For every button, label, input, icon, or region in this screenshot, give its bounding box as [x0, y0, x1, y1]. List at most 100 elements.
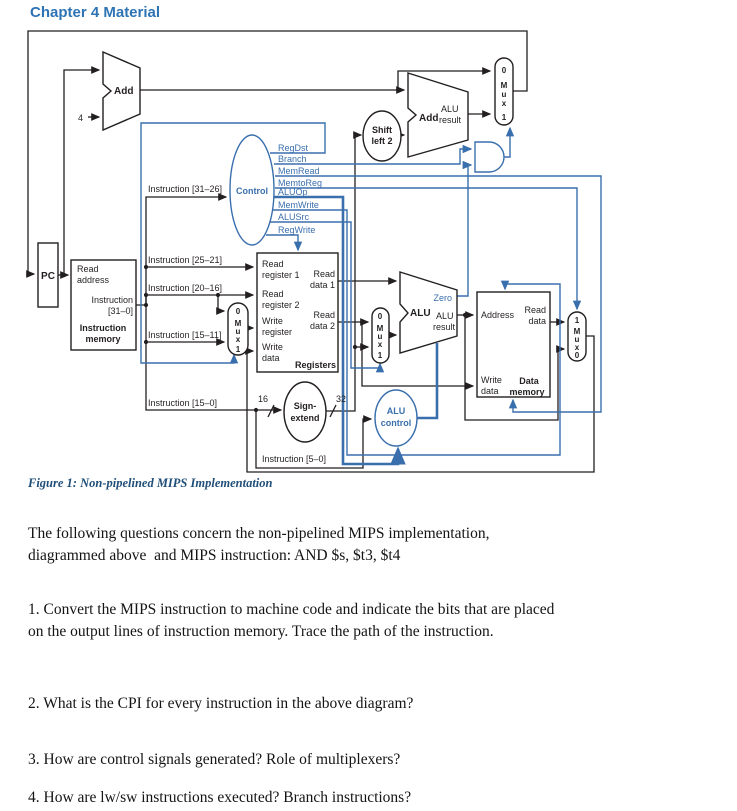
- pcsrc-mux-m: M: [501, 81, 508, 90]
- label-pc: PC: [41, 271, 55, 282]
- intro-line-2: diagrammed above and MIPS instruction: A…: [28, 547, 401, 564]
- label-data-memory-2: memory: [509, 387, 544, 397]
- memtoreg-mux-1: 1: [575, 316, 580, 325]
- question-2: 2. What is the CPI for every instruction…: [28, 693, 728, 715]
- signal-memread: MemRead: [278, 166, 320, 176]
- label-add-result-2: result: [439, 115, 462, 125]
- field-15-11: Instruction [15–11]: [148, 330, 221, 340]
- registers-box: [256, 252, 339, 373]
- control-oval: [229, 134, 275, 246]
- field-15-0: Instruction [15–0]: [148, 398, 217, 408]
- signal-regwrite: RegWrite: [278, 225, 315, 235]
- label-write-data-mem-1: Write: [481, 375, 502, 385]
- regdst-mux-m: M: [235, 319, 242, 328]
- add-result-alu-shape: [407, 72, 469, 158]
- label-address: Address: [481, 310, 515, 320]
- label-sign-extend-2: extend: [290, 413, 319, 423]
- pc-box: [37, 242, 59, 308]
- mips-datapath-figure: PC Add 4 Read address Instruction [31–0]…: [26, 30, 602, 473]
- memtoreg-mux: [567, 311, 587, 362]
- label-write-register-1: Write: [262, 316, 283, 326]
- pcsrc-mux-x: x: [502, 99, 507, 108]
- signal-memwrite: MemWrite: [278, 200, 319, 210]
- label-instr31-0-2: [31–0]: [108, 306, 133, 316]
- label-read-register2-1: Read: [262, 289, 284, 299]
- q4-line-1: 4. How are lw/sw instructions executed? …: [28, 789, 412, 806]
- label-data-memory-1: Data: [519, 376, 540, 386]
- signal-memtoreg: MemtoReg: [278, 178, 322, 188]
- label-instr31-0-1: Instruction: [91, 295, 133, 305]
- regdst-mux-1: 1: [236, 345, 241, 354]
- label-read-register1-2: register 1: [262, 270, 300, 280]
- label-read-data2-2: data 2: [310, 321, 335, 331]
- signal-aluop: ALUOp: [278, 187, 308, 197]
- signal-alusrc: ALUSrc: [278, 212, 310, 222]
- component-shapes: [37, 50, 587, 447]
- label-read-data2-1: Read: [313, 310, 335, 320]
- label-write-data-reg-1: Write: [262, 342, 283, 352]
- field-25-21: Instruction [25–21]: [148, 255, 222, 265]
- label-width16: 16: [258, 394, 268, 404]
- label-read-address-1: Read: [77, 264, 99, 274]
- q3-line-1: 3. How are control signals generated? Ro…: [28, 751, 401, 768]
- label-write-register-2: register: [262, 327, 292, 337]
- q2-line-1: 2. What is the CPI for every instruction…: [28, 695, 414, 712]
- label-alu-control-2: control: [381, 418, 412, 428]
- q1-line-2: on the output lines of instruction memor…: [28, 623, 494, 640]
- regdst-mux-0: 0: [236, 307, 241, 316]
- label-instruction-memory-1: Instruction: [80, 323, 127, 333]
- label-write-data-mem-2: data: [481, 386, 499, 396]
- label-read-data1-1: Read: [313, 269, 335, 279]
- label-read-register1-1: Read: [262, 259, 284, 269]
- question-3: 3. How are control signals generated? Ro…: [28, 749, 728, 771]
- control-signal-labels: RegDst Branch MemRead MemtoReg ALUOp Mem…: [278, 143, 322, 235]
- label-read-register2-2: register 2: [262, 300, 300, 310]
- field-31-26: Instruction [31–26]: [148, 184, 222, 194]
- pcsrc-mux-u: u: [502, 90, 507, 99]
- regdst-mux: [227, 302, 249, 356]
- mux-labels: 0 M u x 1 0 M u x 1 0 M u x 1 1 M u x 0: [235, 66, 581, 360]
- label-sign-extend-1: Sign-: [294, 401, 317, 411]
- main-alu-shape: [399, 271, 458, 354]
- add-alu-shape: [102, 50, 141, 132]
- label-four: 4: [78, 113, 83, 123]
- regdst-mux-x: x: [236, 335, 241, 344]
- data-memory-box: [476, 291, 551, 398]
- label-shift-left-2: left 2: [371, 136, 392, 146]
- question-4: 4. How are lw/sw instructions executed? …: [28, 787, 728, 809]
- pcsrc-mux-1: 1: [502, 113, 507, 122]
- label-instruction-memory-2: memory: [85, 334, 120, 344]
- alu-control-oval: [374, 389, 418, 447]
- question-1: 1. Convert the MIPS instruction to machi…: [28, 599, 728, 643]
- label-read-address-2: address: [77, 275, 110, 285]
- page-title: Chapter 4 Material: [30, 4, 161, 21]
- label-width32: 32: [336, 394, 346, 404]
- questions-intro: The following questions concern the non-…: [28, 523, 728, 567]
- and-gate: [474, 141, 505, 173]
- memtoreg-mux-0: 0: [575, 351, 580, 360]
- memtoreg-mux-x: x: [575, 343, 580, 352]
- field-5-0: Instruction [5–0]: [262, 454, 326, 464]
- label-registers: Registers: [295, 360, 336, 370]
- label-write-data-reg-2: data: [262, 353, 280, 363]
- label-shift-left-1: Shift: [372, 125, 392, 135]
- pcsrc-mux: [494, 57, 514, 126]
- label-alu-control-1: ALU: [387, 406, 406, 416]
- alusrc-mux-u: u: [378, 332, 383, 341]
- figure-caption: Figure 1: Non-pipelined MIPS Implementat…: [28, 476, 273, 490]
- label-control: Control: [236, 186, 268, 196]
- intro-line-1: The following questions concern the non-…: [28, 525, 490, 542]
- memtoreg-mux-m: M: [574, 327, 581, 336]
- label-zero: Zero: [433, 293, 452, 303]
- field-20-16: Instruction [20–16]: [148, 283, 222, 293]
- label-add: Add: [114, 86, 133, 97]
- instruction-field-labels: Instruction [31–26] Instruction [25–21] …: [148, 184, 326, 464]
- label-read-data-mem-2: data: [528, 316, 546, 326]
- label-read-data-mem-1: Read: [524, 305, 546, 315]
- q1-line-1: 1. Convert the MIPS instruction to machi…: [28, 601, 555, 618]
- label-alu-result-2: result: [433, 322, 456, 332]
- sign-extend-oval: [283, 381, 327, 443]
- alusrc-mux-x: x: [378, 340, 383, 349]
- shift-left-2-oval: [362, 110, 402, 162]
